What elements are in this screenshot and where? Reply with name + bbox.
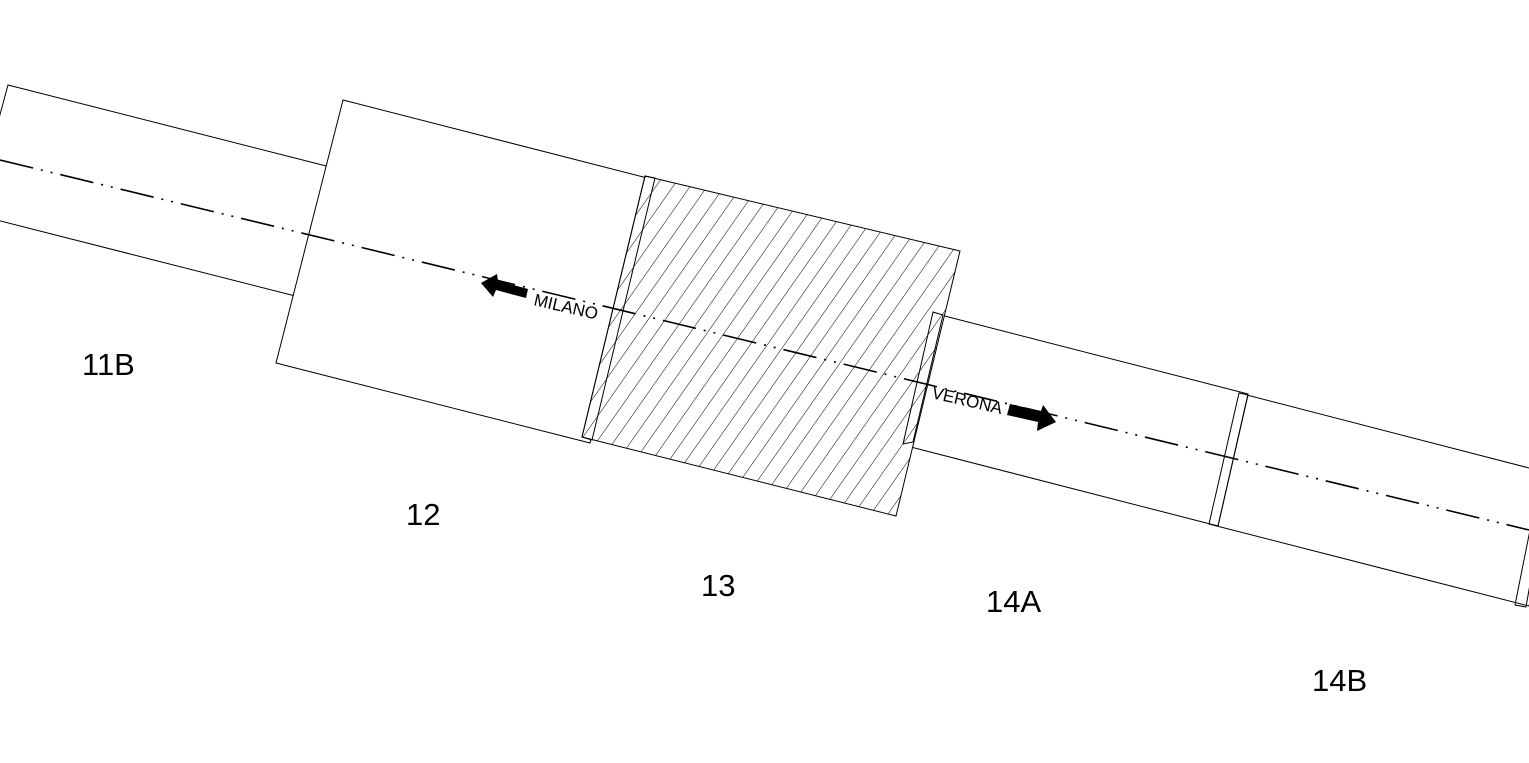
center-axis-line [0,159,1529,531]
segment-14b[interactable] [1208,392,1529,607]
joint-14a-14b [1208,392,1249,527]
joint-13-14a [902,311,944,445]
arrow-verona-icon [1007,404,1056,431]
segment-13[interactable] [581,175,961,517]
segment-label-14a: 14A [986,584,1041,619]
arrow-milano-icon [481,274,528,298]
segment-11b[interactable] [0,84,343,300]
segment-label-14b: 14B [1312,663,1367,698]
joint-12-13 [581,175,656,441]
segment-label-12: 12 [406,497,440,532]
joint-14b-end [1514,532,1529,608]
segment-label-11b: 11B [82,347,135,382]
segment-12[interactable] [275,99,656,444]
segment-label-13: 13 [701,568,735,603]
